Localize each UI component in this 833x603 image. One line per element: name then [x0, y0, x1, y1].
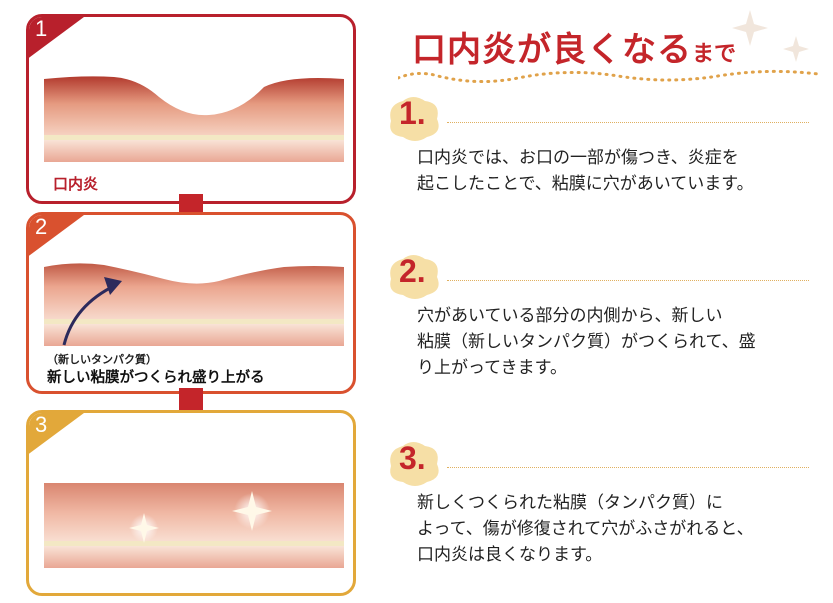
healed-tissue-illustration: [44, 461, 344, 568]
stage-2-panel: 2 （新しいタンパク質） 新しい粘膜がつくられ盛り上がる: [26, 212, 356, 394]
step-1-text: 口内炎では、お口の一部が傷つき、炎症を 起こしたことで、粘膜に穴があいています。: [417, 148, 754, 194]
paint-splash-icon: [390, 97, 439, 141]
sparkle-icon: [129, 513, 159, 543]
sparkle-icon: [232, 491, 272, 531]
step-divider: [447, 122, 809, 123]
paint-splash-icon: [390, 255, 439, 299]
stage-2-number: 2: [35, 214, 48, 239]
step-2-number: 2.: [399, 253, 426, 289]
sparkle-icon: [732, 10, 809, 62]
new-mucosa-caption: 新しい粘膜がつくられ盛り上がる: [47, 370, 265, 386]
ulcer-tissue-illustration: [44, 76, 344, 162]
step-divider: [447, 280, 809, 281]
ulcer-label: 口内炎: [53, 175, 99, 193]
regenerating-tissue-illustration: [44, 263, 344, 346]
heading-dotted-wave: [398, 69, 818, 84]
paint-splash-icon: [390, 442, 439, 486]
step-3-number: 3.: [399, 440, 426, 476]
stage-1-panel: 1 口内炎: [26, 14, 356, 204]
title-main: 口内炎が良くなる: [412, 30, 692, 70]
step-2-text: 穴があいている部分の内側から、新しい 粘膜（新しいタンパク質）がつくられて、盛 …: [417, 306, 756, 378]
stage-1-number: 1: [35, 16, 48, 41]
step-divider: [447, 467, 809, 468]
stage-3-number: 3: [35, 412, 48, 437]
step-1-number: 1.: [399, 95, 426, 131]
page-title: 口内炎が良くなるまで: [412, 22, 736, 71]
new-protein-note: （新しいタンパク質）: [47, 353, 157, 366]
title-suffix: まで: [692, 42, 737, 67]
step-3-text: 新しくつくられた粘膜（タンパク質）に よって、傷が修復されて穴がふさがれると、 …: [417, 493, 754, 565]
stage-3-panel: 3: [26, 410, 356, 596]
